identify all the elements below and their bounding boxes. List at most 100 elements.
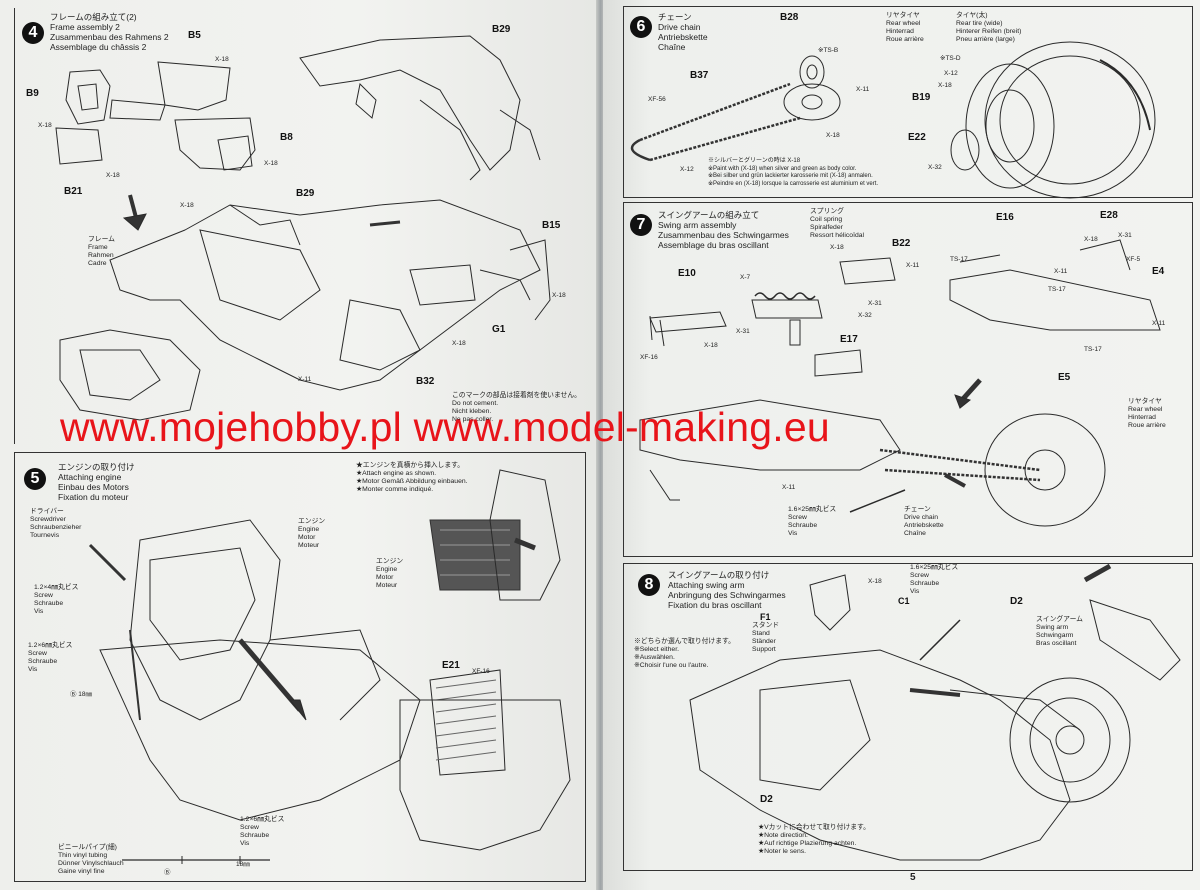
part-label-e28: E28 <box>1100 210 1118 221</box>
screw-25mm-label: 1.6×25㎜丸ビス Screw Schraube Vis <box>788 506 837 537</box>
part-label-b21: B21 <box>64 186 83 197</box>
step5-panel <box>14 452 586 882</box>
paint-ts17-label: TS-17 <box>950 256 968 263</box>
swing-arm-label: スイングアーム Swing arm Schwingarm Bras oscill… <box>1036 616 1083 647</box>
paint-x18-label: X-18 <box>452 340 466 347</box>
vinyl-tubing-label: ビニールパイプ(細) Thin vinyl tubing Dünner Viny… <box>58 844 124 875</box>
paint-xf16-label: XF-16 <box>640 354 658 361</box>
scale-b-label: Ⓑ <box>164 869 171 876</box>
step5-engine-drawing <box>88 469 571 864</box>
engine-insert-note: ★エンジンを真横から挿入します。 ★Attach engine as shown… <box>356 462 468 493</box>
paint-x11-label: X-11 <box>1152 320 1166 327</box>
part-label-e4: E4 <box>1152 266 1165 277</box>
part-label-e10: E10 <box>678 268 696 279</box>
part-label-b28: B28 <box>780 12 799 23</box>
part-label-b5: B5 <box>188 30 201 41</box>
paint-x31-label: X-31 <box>868 300 882 307</box>
rear-wheel-label: リヤタイヤ Rear wheel Hinterrad Roue arrière <box>886 12 924 43</box>
part-label-b19: B19 <box>912 92 931 103</box>
paint-ts17-label: TS-17 <box>1048 286 1066 293</box>
page-number: 5 <box>910 872 916 883</box>
part-label-b32: B32 <box>416 376 435 387</box>
part-label-e22: E22 <box>908 132 926 143</box>
watermark-text: www.mojehobby.pl www.model-making.eu <box>60 404 830 450</box>
paint-x18-label: X-18 <box>830 244 844 251</box>
step8-drawing <box>689 563 1181 861</box>
step4-panel <box>14 8 586 444</box>
part-label-g1: G1 <box>492 324 506 335</box>
page-gutter <box>596 0 605 890</box>
step4-part-drawings <box>55 35 541 181</box>
select-either-note: ※どちらか選んで取り付けます。 ※Select either. ※Auswähl… <box>634 638 735 669</box>
paint-x31-label: X-31 <box>1118 232 1132 239</box>
part-label-b29-bottom: B29 <box>296 188 315 199</box>
part-label-b22: B22 <box>892 238 911 249</box>
paint-x18-label: X-18 <box>106 172 120 179</box>
part-label-e16: E16 <box>996 212 1014 223</box>
screwdriver-label: ドライバー Screwdriver Schraubenzieher Tourne… <box>30 508 82 539</box>
paint-x18-label: X-18 <box>38 122 52 129</box>
paint-x7-label: X-7 <box>740 274 751 281</box>
screw-4mm-label: 1.2×4㎜丸ビス Screw Schraube Vis <box>34 584 79 615</box>
paint-x11-label: X-11 <box>298 376 312 383</box>
step7-panel <box>623 202 1193 557</box>
paint-ts17-label: TS-17 <box>1084 346 1102 353</box>
paint-x11-label: X-11 <box>856 86 870 93</box>
step7-number-badge: 7 <box>630 214 652 236</box>
step8-panel <box>623 563 1193 871</box>
screw-25mm-label: 1.6×25㎜丸ビス Screw Schraube Vis <box>910 564 959 595</box>
paint-x18-label: X-18 <box>1084 236 1098 243</box>
step8-title: スイングアームの取り付け Attaching swing arm Anbring… <box>668 570 786 610</box>
step4-number-badge: 4 <box>22 22 44 44</box>
step4-frame-drawing <box>59 194 551 421</box>
engine-label-b: エンジン Engine Motor Moteur <box>376 558 404 589</box>
drive-chain-label: チェーン Drive chain Antriebskette Chaîne <box>904 506 944 537</box>
paint-tsd-label: ※TS-D <box>940 55 961 62</box>
coil-spring-label: スプリング Coil spring Spiralfeder Ressort hé… <box>810 208 865 239</box>
paint-x32-label: X-32 <box>858 312 872 319</box>
part-label-b8: B8 <box>280 132 293 143</box>
paint-tsb-label: ※TS-B <box>818 47 839 54</box>
paint-x12-label: X-12 <box>680 166 694 173</box>
step4-title: フレームの組み立て(2) Frame assembly 2 Zusammenba… <box>50 12 169 52</box>
part-label-b15: B15 <box>542 220 561 231</box>
part-label-e5: E5 <box>1058 372 1071 383</box>
paint-x18-label: X-18 <box>264 160 278 167</box>
paint-x18-label: X-18 <box>215 56 229 63</box>
paint-x18-label: X-18 <box>180 202 194 209</box>
part-label-b29-top: B29 <box>492 24 511 35</box>
paint-x18-label: X-18 <box>826 132 840 139</box>
step8-number-badge: 8 <box>638 574 660 596</box>
paint-x11-label: X-11 <box>906 262 920 269</box>
part-label-c1: C1 <box>898 596 910 606</box>
part-label-f1: F1 <box>760 612 771 622</box>
step7-drawing <box>639 239 1161 527</box>
frame-label: フレーム Frame Rahmen Cadre <box>88 236 115 267</box>
paint-x18-label: X-18 <box>938 82 952 89</box>
step5-title: エンジンの取り付け Attaching engine Einbau des Mo… <box>58 462 135 502</box>
part-label-e17: E17 <box>840 334 858 345</box>
paint-x11-label: X-11 <box>1054 268 1068 275</box>
part-label-d2-bottom: D2 <box>760 794 773 805</box>
paint-xf56-label: XF-56 <box>648 96 666 103</box>
step6-number-badge: 6 <box>630 16 652 38</box>
screw-6mm-label-b: 1.2×6㎜丸ビス Screw Schraube Vis <box>240 816 285 847</box>
rear-tire-label: タイヤ(太) Rear tire (wide) Hinterer Reifen … <box>956 12 1022 43</box>
tube-length-label: Ⓑ 18㎜ <box>70 691 93 698</box>
part-label-d2-top: D2 <box>1010 596 1023 607</box>
step5-number-badge: 5 <box>24 468 46 490</box>
paint-x11-label: X-11 <box>782 484 796 491</box>
paint-note: ※シルバーとグリーンの時は X-18 ※Paint with (X-18) wh… <box>708 158 879 187</box>
part-label-e21: E21 <box>442 660 460 671</box>
engine-label-a: エンジン Engine Motor Moteur <box>298 518 326 549</box>
screw-6mm-label-a: 1.2×6㎜丸ビス Screw Schraube Vis <box>28 642 73 673</box>
paint-x31-label: X-31 <box>736 328 750 335</box>
rear-wheel-label: リヤタイヤ Rear wheel Hinterrad Roue arrière <box>1128 398 1166 429</box>
step7-title: スイングアームの組み立て Swing arm assembly Zusammen… <box>658 210 789 250</box>
paint-x32-label: X-32 <box>928 164 942 171</box>
step6-panel <box>623 6 1193 198</box>
stand-label: スタンド Stand Ständer Support <box>752 622 780 653</box>
paint-x18-label: X-18 <box>868 578 882 585</box>
step6-title: チェーン Drive chain Antriebskette Chaîne <box>658 12 708 52</box>
